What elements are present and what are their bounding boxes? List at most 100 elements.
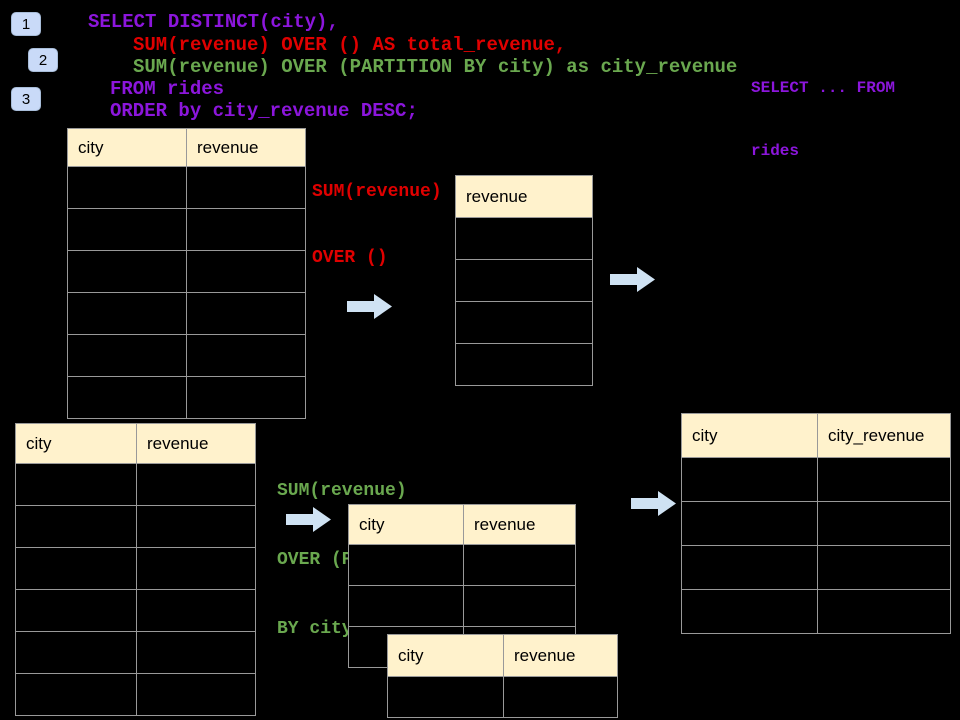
table-cell-empty bbox=[136, 589, 256, 632]
table-cell-empty bbox=[817, 545, 951, 590]
table-cell-empty bbox=[67, 376, 187, 419]
table-cell-empty bbox=[136, 547, 256, 590]
partition-window-line1: SUM(revenue) bbox=[277, 481, 407, 501]
table-row bbox=[15, 463, 256, 506]
table-cell-empty bbox=[348, 544, 464, 586]
table-row bbox=[67, 250, 306, 293]
table-row bbox=[348, 544, 576, 586]
table-cell-empty bbox=[136, 631, 256, 674]
table-row bbox=[67, 292, 306, 335]
table-cell-empty bbox=[455, 343, 593, 386]
table-cell-empty bbox=[186, 208, 306, 251]
table-cell-empty bbox=[463, 544, 576, 586]
table-cell-empty bbox=[186, 376, 306, 419]
source-table-bottom: city revenue bbox=[15, 423, 256, 716]
table-cell-empty bbox=[463, 585, 576, 627]
table-cell-empty bbox=[348, 585, 464, 627]
step-badge-2: 2 bbox=[28, 48, 58, 72]
table-cell-empty bbox=[67, 334, 187, 377]
source-table-top: city revenue bbox=[67, 128, 306, 419]
sql-line-partition: SUM(revenue) OVER (PARTITION BY city) as… bbox=[133, 56, 738, 78]
table-cell-empty bbox=[186, 166, 306, 209]
corner-code-snippet: SELECT ... FROM rides bbox=[751, 36, 895, 204]
city-revenue-result-table: city city_revenue bbox=[681, 413, 951, 634]
table-row bbox=[67, 376, 306, 419]
table-cell-empty bbox=[186, 250, 306, 293]
table-cell-empty bbox=[817, 589, 951, 634]
table-row bbox=[681, 501, 951, 546]
step-badge-2-label: 2 bbox=[38, 51, 48, 69]
table-row bbox=[67, 208, 306, 251]
table-cell-empty bbox=[681, 501, 818, 546]
table-row bbox=[681, 589, 951, 634]
corner-code-line2: rides bbox=[751, 142, 800, 160]
table-row bbox=[15, 631, 256, 674]
table-cell-empty bbox=[817, 501, 951, 546]
table-cell-empty bbox=[136, 463, 256, 506]
table-row bbox=[455, 301, 593, 344]
table-cell-empty bbox=[387, 676, 504, 718]
table-cell-empty bbox=[15, 547, 137, 590]
column-header-city: city bbox=[15, 423, 137, 464]
step-badge-3: 3 bbox=[11, 87, 41, 111]
column-header-revenue: revenue bbox=[136, 423, 256, 464]
table-row bbox=[681, 545, 951, 590]
column-header-city: city bbox=[681, 413, 818, 458]
sql-line-order: ORDER by city_revenue DESC; bbox=[110, 100, 418, 122]
table-row bbox=[455, 259, 593, 302]
step-badge-1-label: 1 bbox=[21, 15, 31, 33]
table-cell-empty bbox=[681, 457, 818, 502]
flow-arrow-icon bbox=[610, 266, 656, 298]
column-header-city-revenue: city_revenue bbox=[817, 413, 951, 458]
table-cell-empty bbox=[503, 676, 618, 718]
partition-overlay-table: city revenue bbox=[387, 634, 618, 718]
flow-arrow-icon bbox=[286, 506, 332, 538]
table-cell-empty bbox=[15, 631, 137, 674]
sql-line-select: SELECT DISTINCT(city), bbox=[88, 11, 339, 33]
table-cell-empty bbox=[15, 589, 137, 632]
flow-arrow-icon bbox=[347, 293, 393, 325]
table-row bbox=[681, 457, 951, 502]
partition-step-table: city revenue bbox=[348, 504, 576, 668]
total-window-annotation: SUM(revenue) OVER () bbox=[312, 137, 442, 313]
column-header-revenue: revenue bbox=[463, 504, 576, 545]
table-cell-empty bbox=[67, 166, 187, 209]
table-cell-empty bbox=[455, 259, 593, 302]
table-cell-empty bbox=[15, 463, 137, 506]
table-row bbox=[455, 343, 593, 386]
table-cell-empty bbox=[455, 217, 593, 260]
table-cell-empty bbox=[67, 208, 187, 251]
step-badge-3-label: 3 bbox=[21, 90, 31, 108]
table-row bbox=[15, 505, 256, 548]
sql-line-total: SUM(revenue) OVER () AS total_revenue, bbox=[133, 34, 567, 56]
table-row bbox=[15, 589, 256, 632]
table-cell-empty bbox=[136, 673, 256, 716]
table-row bbox=[348, 585, 576, 627]
table-cell-empty bbox=[67, 250, 187, 293]
table-cell-empty bbox=[67, 292, 187, 335]
column-header-city: city bbox=[387, 634, 504, 677]
table-row bbox=[67, 334, 306, 377]
total-window-line1: SUM(revenue) bbox=[312, 182, 442, 202]
column-header-city: city bbox=[348, 504, 464, 545]
column-header-revenue: revenue bbox=[503, 634, 618, 677]
column-header-revenue: revenue bbox=[186, 128, 306, 167]
table-cell-empty bbox=[15, 673, 137, 716]
table-row bbox=[15, 547, 256, 590]
table-cell-empty bbox=[681, 589, 818, 634]
table-cell-empty bbox=[186, 292, 306, 335]
total-window-line2: OVER () bbox=[312, 248, 388, 268]
table-row bbox=[15, 673, 256, 716]
table-row bbox=[455, 217, 593, 260]
table-cell-empty bbox=[817, 457, 951, 502]
table-cell-empty bbox=[186, 334, 306, 377]
table-cell-empty bbox=[681, 545, 818, 590]
table-cell-empty bbox=[136, 505, 256, 548]
table-cell-empty bbox=[455, 301, 593, 344]
column-header-city: city bbox=[67, 128, 187, 167]
total-revenue-result-table: revenue bbox=[455, 175, 593, 386]
step-badge-1: 1 bbox=[11, 12, 41, 36]
table-cell-empty bbox=[15, 505, 137, 548]
table-row bbox=[387, 676, 618, 718]
